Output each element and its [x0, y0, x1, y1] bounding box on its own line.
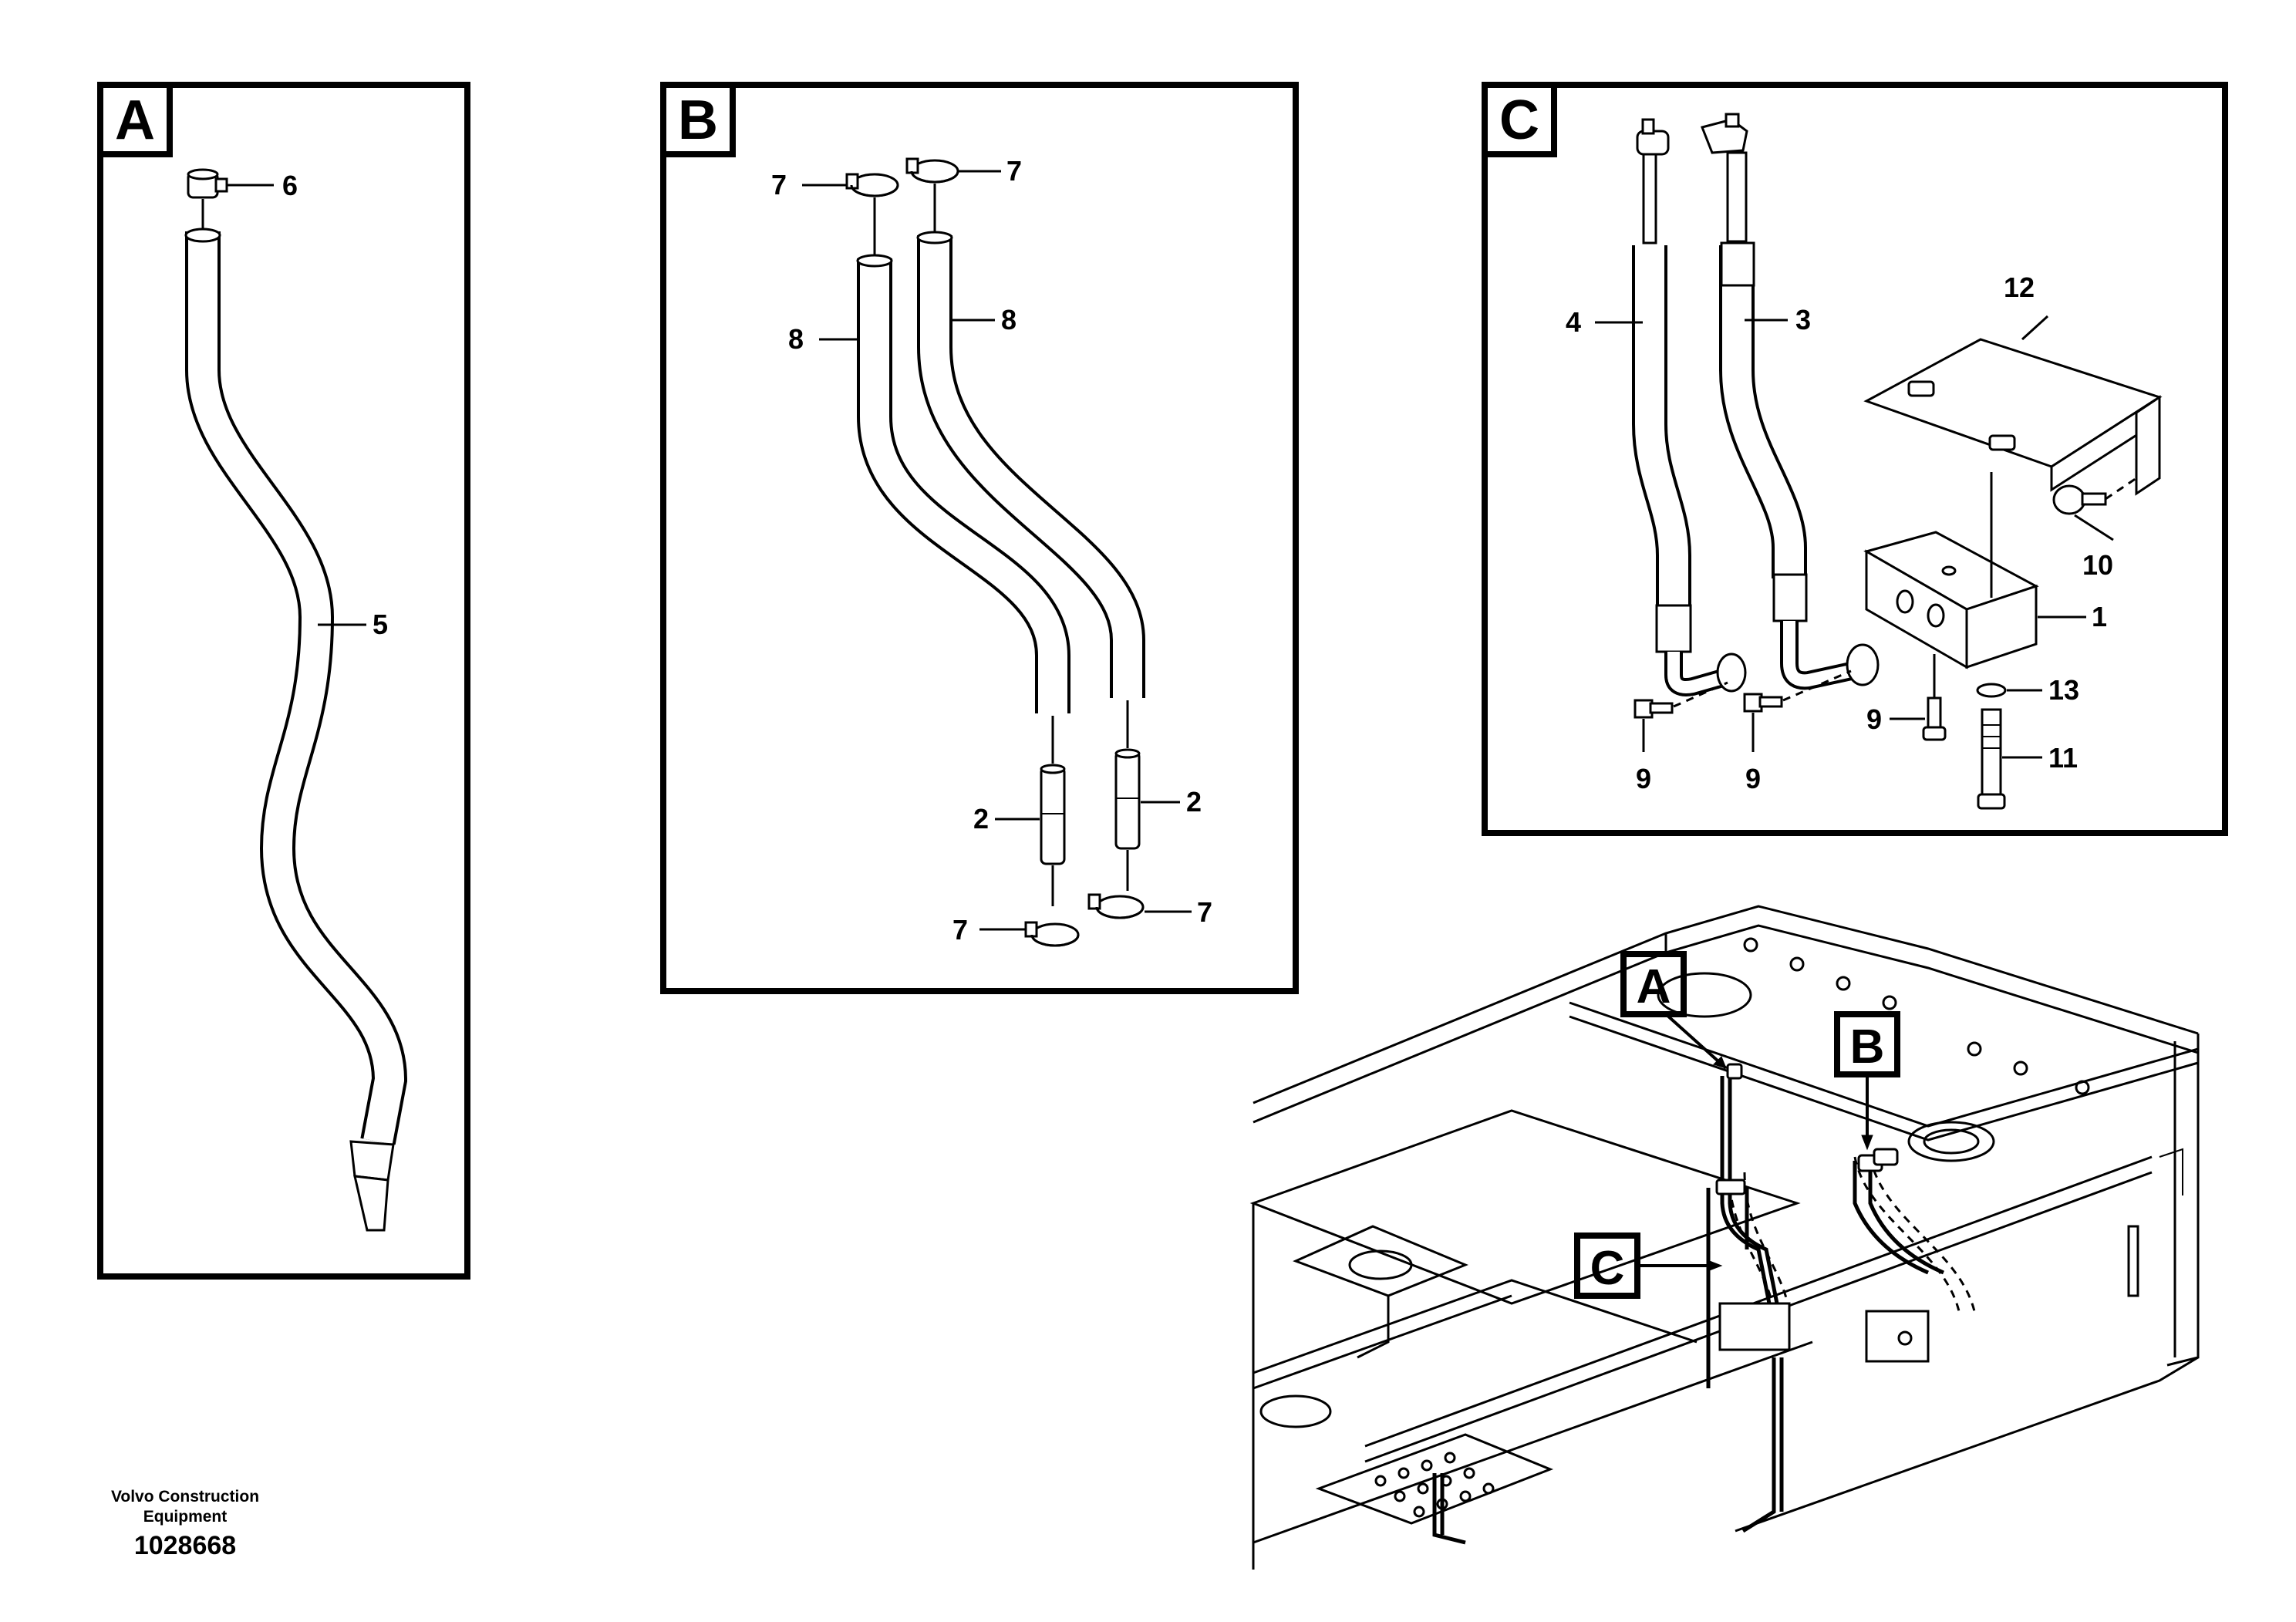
clamp-icon [845, 173, 899, 197]
hose-3-icon [1719, 241, 1880, 690]
valve-block-icon [1863, 531, 2039, 669]
bolt-icon [2052, 484, 2107, 515]
hose-clamp-icon [187, 168, 228, 199]
panel-a: A 6 5 [97, 82, 470, 1280]
overview-callout-a: A [1637, 960, 1671, 1013]
bracket-icon [1863, 338, 2163, 496]
hose-4-icon [1632, 245, 1747, 696]
label-bolt-9-bottom: 9 [1866, 703, 1882, 735]
label-washer-13: 13 [2048, 674, 2079, 706]
clamp-icon [1087, 893, 1145, 919]
label-nipple-left: 2 [973, 803, 989, 835]
panel-c: C 4 [1482, 82, 2228, 836]
panel-c-frame [1482, 82, 2228, 836]
label-hose-8-left: 8 [788, 323, 804, 355]
hose-8-left-icon [856, 254, 1070, 713]
panel-b-badge: B [678, 89, 718, 151]
nipple-icon [1114, 748, 1141, 850]
overview-callout-c: C [1590, 1242, 1625, 1295]
label-clamp-br: 7 [1197, 896, 1212, 928]
washer-icon [1976, 683, 2007, 698]
panel-a-badge-box [97, 82, 173, 157]
panel-a-frame [97, 82, 470, 1280]
fitting-icon [1636, 118, 1670, 244]
bolt-icon [1743, 693, 1783, 713]
label-hose-5: 5 [373, 609, 388, 640]
label-clamp-tl: 7 [771, 169, 787, 201]
panel-b-badge-box [660, 82, 736, 157]
long-bolt-icon [1977, 708, 2006, 810]
clamp-icon [1024, 921, 1080, 947]
bolt-icon [1922, 696, 1947, 741]
label-bolt-9-middle: 9 [1745, 763, 1761, 794]
label-bolt-9-left: 9 [1636, 763, 1651, 794]
label-hose-3: 3 [1795, 304, 1811, 336]
label-block-1: 1 [2092, 601, 2107, 632]
panel-c-badge-box [1482, 82, 1557, 157]
label-bolt-11: 11 [2048, 742, 2078, 774]
label-clamp-tr: 7 [1006, 155, 1022, 187]
label-hose-4: 4 [1566, 306, 1581, 338]
document-number: 1028668 [133, 1531, 237, 1560]
label-hose-8-right: 8 [1001, 304, 1017, 336]
label-bracket-12: 12 [2004, 271, 2035, 303]
label-clamp-bl: 7 [952, 914, 968, 946]
company-name: Volvo Construction Equipment [110, 1488, 260, 1526]
label-clamp-6: 6 [282, 170, 298, 201]
clamp-icon [905, 157, 959, 184]
overview-callout-a-box [1620, 951, 1687, 1017]
hose-5-icon [184, 228, 408, 1232]
label-bolt-10: 10 [2082, 549, 2113, 581]
overview-assembly: A B C [1249, 905, 2200, 1570]
panel-c-badge: C [1499, 89, 1539, 151]
hose-8-right-icon [916, 231, 1145, 698]
panel-a-badge: A [115, 89, 155, 151]
panel-b: B 7 7 8 8 [660, 82, 1299, 994]
label-nipple-right: 2 [1186, 786, 1202, 818]
nipple-icon [1040, 764, 1066, 865]
bolt-icon [1633, 699, 1674, 719]
panel-b-frame [660, 82, 1299, 994]
overview-callout-b: B [1850, 1020, 1885, 1074]
fitting-icon [1700, 113, 1748, 243]
